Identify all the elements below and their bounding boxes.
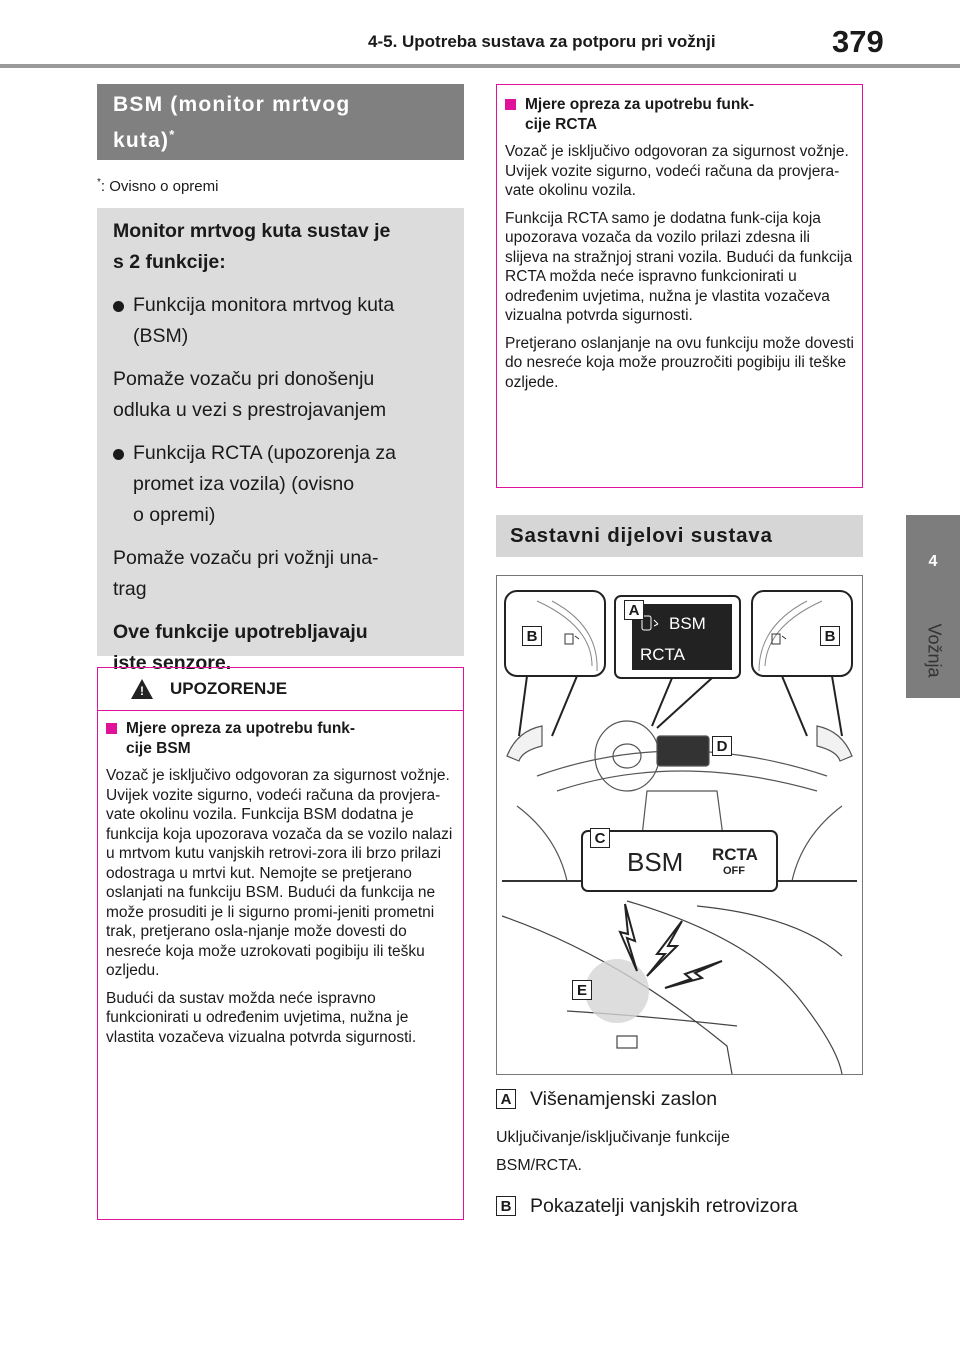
item-a-desc-1: Uključivanje/isključivanje funkcije — [496, 1129, 730, 1146]
components-illustration: BSM RCTA BSM RCTA OFF — [501, 590, 857, 1074]
mirror-glass-left — [536, 600, 598, 672]
radar-wave-icon — [618, 903, 723, 989]
bullet-rcta-line1: Funkcija RCTA (upozorenja za — [133, 442, 397, 464]
item-a-desc-2: BSM/RCTA. — [496, 1157, 582, 1174]
bullet-rcta-line2: promet iza vozila) (ovisno — [133, 473, 355, 495]
rcta-paragraph-3: Pretjerano oslanjanje na ovu funkciju mo… — [505, 334, 854, 391]
radar-sensor-area — [585, 959, 649, 1023]
system-components-figure: BSM RCTA BSM RCTA OFF A B B C D E — [496, 575, 863, 1075]
chapter-title: 4-5. Upotreba sustava za potporu pri vož… — [368, 32, 716, 51]
label-a: A — [624, 600, 644, 620]
bsm-heading-line1: BSM (monitor mrtvog — [113, 93, 351, 116]
rcta-subheading: Mjere opreza za upotrebu funk-cije RCTA — [505, 95, 854, 134]
rcta-warning-box: Mjere opreza za upotrebu funk-cije RCTA … — [496, 84, 863, 488]
warning-triangle-icon — [131, 679, 153, 699]
warning-title: UPOZORENJE — [170, 679, 288, 698]
bsm-section-heading: BSM (monitor mrtvog kuta)* — [97, 84, 464, 160]
multi-info-display — [632, 604, 732, 670]
item-b-title: Pokazatelji vanjskih retrovizora — [530, 1195, 798, 1217]
chapter-tab[interactable]: 4 — [906, 515, 960, 698]
item-a-letter: A — [496, 1089, 516, 1109]
display-car-icon — [641, 615, 659, 631]
bsm-heading-line2: kuta) — [113, 129, 170, 152]
bullet-bsm: Funkcija monitora mrtvog kuta (BSM) — [113, 290, 448, 352]
chapter-tab-label-wrap: Vožnja — [914, 612, 954, 692]
rcta-subheading-line1: Mjere opreza za upotrebu funk- — [525, 96, 755, 113]
left-mirror-indicator-icon — [564, 633, 580, 645]
rcta-desc-2: trag — [113, 578, 147, 600]
rcta-paragraph-2: Funkcija RCTA samo je dodatna funk-cija … — [505, 209, 853, 325]
mirror-glass-right — [758, 600, 823, 672]
warning-body: Mjere opreza za upotrebu funk-cije BSM V… — [98, 711, 463, 1047]
chapter-tab-number: 4 — [928, 553, 938, 570]
footnote: *: Ovisno o opremi — [97, 177, 218, 195]
label-d: D — [712, 736, 732, 756]
warning-paragraph-2: Budući da sustav možda neće ispravno fun… — [106, 989, 417, 1046]
display-bsm-text: BSM — [669, 614, 706, 633]
bullet-rcta: Funkcija RCTA (upozorenja za promet iza … — [113, 438, 448, 531]
label-c: C — [590, 828, 610, 848]
item-a-title: Višenamjenski zaslon — [530, 1088, 718, 1110]
summary-outro-2: iste senzore. — [113, 652, 232, 674]
warning-subheading: Mjere opreza za upotrebu funk-cije BSM — [106, 719, 455, 758]
summary-intro-2: s 2 funkcije: — [113, 251, 226, 273]
bsm-desc-1: Pomaže vozaču pri donošenju — [113, 368, 375, 390]
label-b-right: B — [820, 626, 840, 646]
switch-off-text: OFF — [723, 865, 745, 877]
rear-bumper-drawing — [501, 900, 843, 1074]
bullet-rcta-line3: o opremi) — [133, 504, 216, 526]
rcta-subheading-line2: cije RCTA — [525, 115, 598, 133]
display-rcta-text: RCTA — [640, 645, 686, 664]
footnote-mark: * — [97, 177, 101, 188]
exclamation-icon: ! — [140, 684, 144, 698]
right-mirror-indicator-icon — [771, 633, 787, 645]
label-e: E — [572, 980, 592, 1000]
warning-header: ! UPOZORENJE — [98, 668, 463, 711]
label-b-left: B — [522, 626, 542, 646]
warning-box: ! UPOZORENJE Mjere opreza za upotrebu fu… — [97, 667, 464, 1220]
switch-bsm-text: BSM — [627, 847, 683, 877]
page-number: 379 — [832, 24, 884, 59]
header-divider — [0, 64, 960, 68]
summary-outro-1: Ove funkcije upotrebljavaju — [113, 621, 368, 643]
warning-paragraph-1: Vozač je isključivo odgovoran za sigurno… — [106, 767, 453, 979]
switch-panel-callout — [581, 830, 778, 892]
function-summary-box: Monitor mrtvog kuta sustav je s 2 funkci… — [97, 208, 464, 674]
rcta-desc-1: Pomaže vozaču pri vožnji una- — [113, 547, 379, 569]
rcta-paragraph-1: Vozač je isključivo odgovoran za sigurno… — [505, 143, 849, 199]
item-b-letter: B — [496, 1196, 516, 1216]
switch-rcta-text: RCTA — [712, 845, 758, 864]
chapter-tab-label: Vožnja — [924, 623, 945, 678]
bsm-heading-asterisk: * — [169, 127, 176, 142]
warning-subheading-line1: Mjere opreza za upotrebu funk- — [126, 720, 356, 737]
warning-subheading-line2: cije BSM — [126, 739, 191, 757]
footnote-text: : Ovisno o opremi — [100, 178, 219, 195]
bullet-bsm-line1: Funkcija monitora mrtvog kuta — [133, 294, 395, 316]
components-section-heading: Sastavni dijelovi sustava — [496, 515, 863, 557]
bsm-desc-2: odluka u vezi s prestrojavanjem — [113, 399, 387, 421]
bullet-bsm-line2: (BSM) — [133, 325, 189, 347]
summary-intro-1: Monitor mrtvog kuta sustav je — [113, 220, 391, 242]
